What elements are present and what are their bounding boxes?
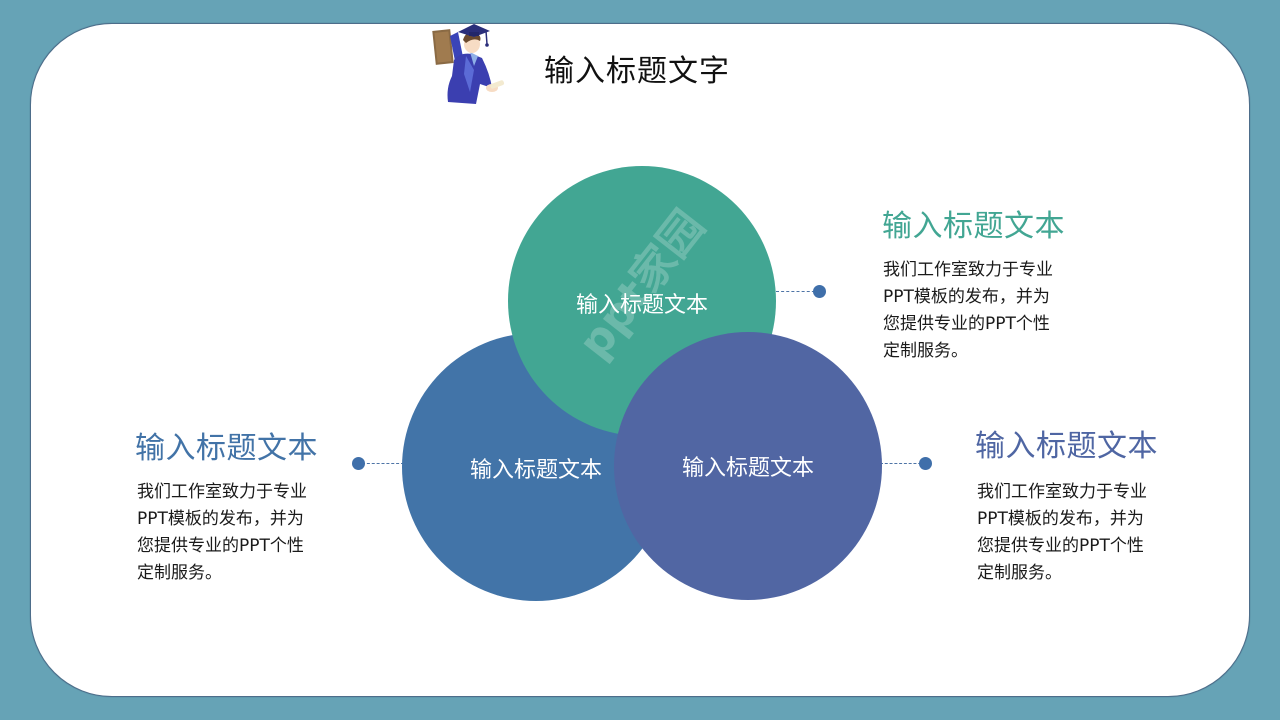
block-right-description: 我们工作室致力于专业 PPT模板的发布，并为 您提供专业的PPT个性 定制服务。 [977,479,1177,587]
description-line: PPT模板的发布，并为 [137,509,304,529]
description-line: 定制服务。 [883,341,968,361]
description-line: 定制服务。 [977,563,1062,583]
description-line: 我们工作室致力于专业 [977,482,1147,502]
connector-right [880,463,926,464]
connector-dot-top-right [813,285,826,298]
description-line: 我们工作室致力于专业 [883,260,1053,280]
connector-dot-left [352,457,365,470]
block-top-right-description: 我们工作室致力于专业 PPT模板的发布，并为 您提供专业的PPT个性 定制服务。 [883,257,1083,365]
description-line: 定制服务。 [137,563,222,583]
description-line: PPT模板的发布，并为 [883,287,1050,307]
block-left-description: 我们工作室致力于专业 PPT模板的发布，并为 您提供专业的PPT个性 定制服务。 [137,479,337,587]
circle-right-label: 输入标题文本 [681,456,814,481]
block-top-right-title: 输入标题文本 [882,209,1065,244]
description-line: 您提供专业的PPT个性 [137,536,304,556]
connector-left [362,463,404,464]
description-line: 您提供专业的PPT个性 [977,536,1144,556]
circle-top-label: 输入标题文本 [575,293,708,318]
page-title: 输入标题文字 [544,54,730,89]
block-left-title: 输入标题文本 [135,431,318,466]
description-line: PPT模板的发布，并为 [977,509,1144,529]
connector-top-right [776,291,820,292]
circle-left-label: 输入标题文本 [469,458,602,483]
circle-right[interactable]: 输入标题文本 [614,332,882,600]
description-line: 我们工作室致力于专业 [137,482,307,502]
connector-dot-right [919,457,932,470]
description-line: 您提供专业的PPT个性 [883,314,1050,334]
block-right-title: 输入标题文本 [975,429,1158,464]
graduate-student-icon [430,22,510,106]
